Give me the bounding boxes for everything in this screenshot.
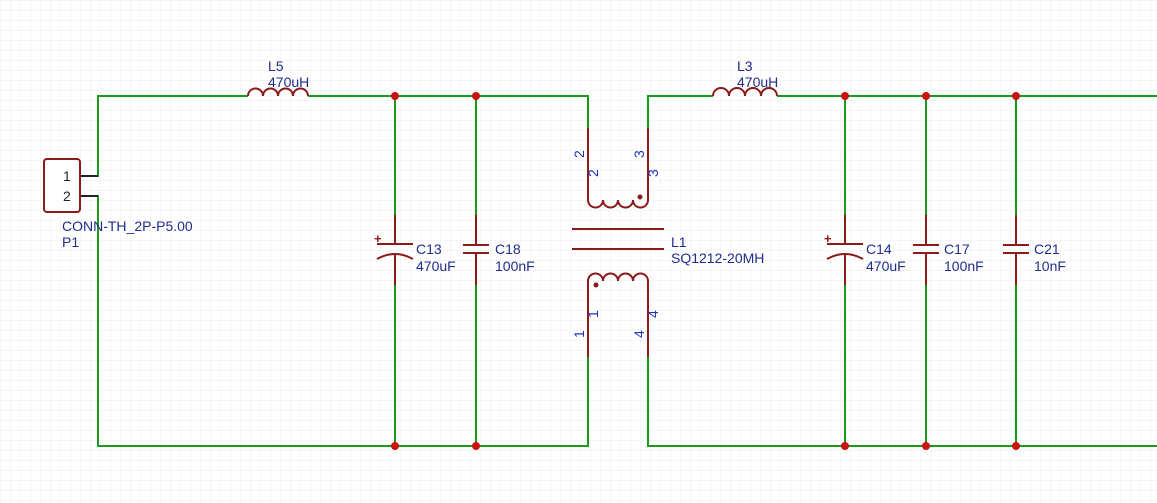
wire-left-top-2[interactable] (308, 95, 589, 128)
connector-ref: P1 (62, 234, 79, 250)
common-mode-choke-l1[interactable]: 2 2 3 3 1 1 4 4 L1 SQ1212-20MH (571, 128, 764, 357)
junction-dot (391, 442, 399, 450)
choke-pin-3-outer: 3 (631, 150, 647, 158)
polarity-plus: + (374, 231, 382, 246)
junction-dot (922, 92, 930, 100)
cap-c21-value: 10nF (1034, 258, 1066, 274)
choke-lower-coil (587, 272, 649, 282)
cap-c18-value: 100nF (495, 258, 535, 274)
connector-pin-1-label: 1 (63, 168, 71, 184)
cap-c13-ref: C13 (416, 241, 442, 257)
inductor-coil (247, 87, 309, 97)
choke-pin-1-inner: 1 (585, 310, 601, 318)
choke-phase-dot (637, 194, 643, 200)
inductor-l3-ref: L3 (737, 58, 753, 74)
choke-pin-4-outer: 4 (631, 330, 647, 338)
choke-pin-2-inner: 2 (585, 169, 601, 177)
inductor-l5[interactable]: L5 470uH (247, 58, 309, 97)
cap-c13-value: 470uF (416, 258, 456, 274)
junction-dot (472, 92, 480, 100)
wire-right-bottom[interactable] (647, 357, 1157, 447)
cap-c18-ref: C18 (495, 241, 521, 257)
wire-right-top[interactable] (647, 95, 713, 128)
connector-pin-2-label: 2 (63, 188, 71, 204)
junction-dot (1012, 92, 1020, 100)
inductor-l3[interactable]: L3 470uH (712, 58, 778, 97)
inductor-coil (712, 87, 778, 97)
junctions (391, 92, 1020, 450)
capacitor-c18[interactable]: C18 100nF (463, 215, 535, 285)
capacitor-c17[interactable]: C17 100nF (913, 215, 984, 285)
capacitor-c13[interactable]: + C13 470uF (374, 215, 456, 285)
connector-footprint: CONN-TH_2P-P5.00 (62, 218, 193, 234)
inductor-l5-ref: L5 (268, 58, 284, 74)
connector-p1[interactable]: 1 2 CONN-TH_2P-P5.00 P1 (43, 158, 193, 250)
junction-dot (922, 442, 930, 450)
choke-pin-3-inner: 3 (645, 169, 661, 177)
cap-c14-value: 470uF (866, 258, 906, 274)
choke-pin-4-inner: 4 (645, 310, 661, 318)
choke-pin-1-outer: 1 (571, 330, 587, 338)
inductor-l3-value: 470uH (737, 74, 778, 90)
capacitor-c14[interactable]: + C14 470uF (824, 215, 906, 285)
polarity-plus: + (824, 231, 832, 246)
cap-c17-ref: C17 (944, 241, 970, 257)
junction-dot (472, 442, 480, 450)
choke-upper-coil (587, 199, 649, 209)
choke-l1-value: SQ1212-20MH (671, 250, 764, 266)
cap-c14-ref: C14 (866, 241, 892, 257)
cap-c17-value: 100nF (944, 258, 984, 274)
connector-body (43, 158, 81, 213)
choke-pin-2-outer: 2 (571, 150, 587, 158)
junction-dot (841, 92, 849, 100)
choke-l1-ref: L1 (671, 234, 687, 250)
junction-dot (1012, 442, 1020, 450)
inductor-l5-value: 470uH (268, 74, 309, 90)
junction-dot (391, 92, 399, 100)
choke-phase-dot (593, 282, 599, 288)
cap-c21-ref: C21 (1034, 241, 1060, 257)
junction-dot (841, 442, 849, 450)
capacitor-c21[interactable]: C21 10nF (1003, 215, 1066, 285)
